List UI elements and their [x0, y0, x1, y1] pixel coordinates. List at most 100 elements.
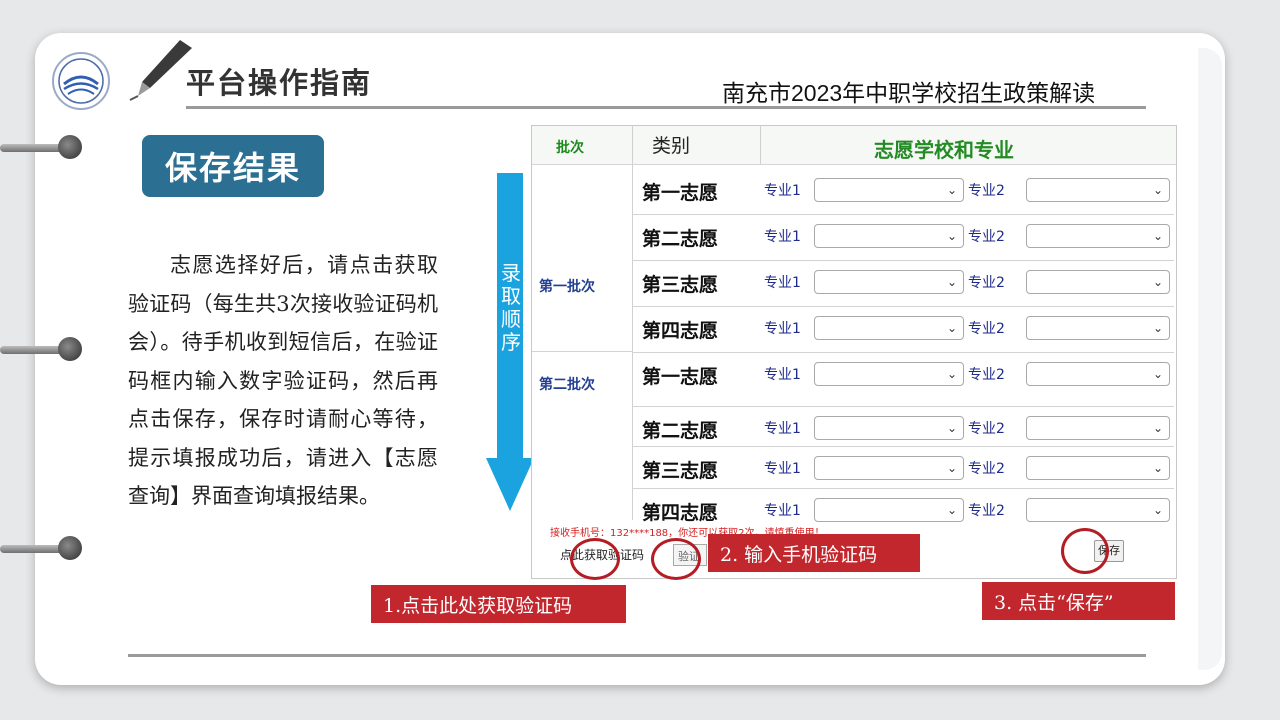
chevron-down-icon: ⌄ [946, 367, 957, 381]
highlight-circle [1061, 528, 1109, 574]
major2-select[interactable]: ⌄ [1026, 498, 1170, 522]
chevron-down-icon: ⌄ [1152, 367, 1163, 381]
wish-name: 第二志愿 [642, 420, 719, 442]
row-divider [632, 488, 1174, 489]
row-divider [632, 446, 1174, 447]
callout-step1: 1.点击此处获取验证码 [371, 585, 626, 623]
chevron-down-icon: ⌄ [1152, 229, 1163, 243]
order-arrow-label: 录取顺序 [501, 261, 521, 354]
section-badge: 保存结果 [142, 135, 324, 197]
major1-label: 专业1 [764, 461, 801, 477]
major1-label: 专业1 [764, 321, 801, 337]
wish-name: 第二志愿 [642, 228, 719, 250]
wish-name: 第三志愿 [642, 460, 719, 482]
major1-select[interactable]: ⌄ [814, 498, 964, 522]
major2-select[interactable]: ⌄ [1026, 316, 1170, 340]
major1-select[interactable]: ⌄ [814, 224, 964, 248]
school-logo [52, 52, 110, 110]
major2-label: 专业2 [968, 421, 1005, 437]
pen-icon [126, 36, 196, 102]
chevron-down-icon: ⌄ [946, 183, 957, 197]
major1-select[interactable]: ⌄ [814, 270, 964, 294]
batch-label: 第一批次 [539, 279, 595, 295]
major2-select[interactable]: ⌄ [1026, 362, 1170, 386]
column-type: 类别 [652, 135, 691, 157]
major2-label: 专业2 [968, 183, 1005, 199]
major2-label: 专业2 [968, 367, 1005, 383]
major2-select[interactable]: ⌄ [1026, 416, 1170, 440]
chevron-down-icon: ⌄ [1152, 503, 1163, 517]
major2-select[interactable]: ⌄ [1026, 270, 1170, 294]
wish-name: 第一志愿 [642, 182, 719, 204]
row-divider [632, 306, 1174, 307]
batch-label: 第二批次 [539, 377, 595, 393]
callout-step3: 3. 点击“保存” [982, 582, 1175, 620]
chevron-down-icon: ⌄ [1152, 421, 1163, 435]
wish-row: 第三志愿 专业1 ⌄ 专业2 ⌄ [632, 262, 1174, 302]
major2-label: 专业2 [968, 321, 1005, 337]
wish-row: 第一志愿 专业1 ⌄ 专业2 ⌄ [632, 170, 1174, 210]
major1-select[interactable]: ⌄ [814, 316, 964, 340]
column-divider [632, 126, 633, 520]
row-divider [632, 214, 1174, 215]
form-header: 批次 类别 志愿学校和专业 [532, 126, 1176, 165]
order-arrow [486, 173, 534, 511]
chevron-down-icon: ⌄ [946, 275, 957, 289]
chevron-down-icon: ⌄ [946, 421, 957, 435]
batch-divider [532, 351, 632, 352]
wish-row: 第二志愿 专业1 ⌄ 专业2 ⌄ [632, 408, 1174, 448]
wish-row: 第一志愿 专业1 ⌄ 专业2 ⌄ [632, 354, 1174, 394]
major1-label: 专业1 [764, 421, 801, 437]
major2-label: 专业2 [968, 275, 1005, 291]
wish-name: 第四志愿 [642, 320, 719, 342]
highlight-circle [570, 538, 620, 580]
wish-form: 批次 类别 志愿学校和专业 第一批次 第二批次 第一志愿专业1⌄专业2⌄第二志愿… [531, 125, 1177, 579]
column-batch: 批次 [556, 140, 584, 156]
chevron-down-icon: ⌄ [1152, 321, 1163, 335]
major1-select[interactable]: ⌄ [814, 416, 964, 440]
major2-select[interactable]: ⌄ [1026, 178, 1170, 202]
row-divider [632, 406, 1174, 407]
chevron-down-icon: ⌄ [946, 461, 957, 475]
wish-name: 第一志愿 [642, 366, 719, 388]
callout-step2: 2. 输入手机验证码 [708, 534, 920, 572]
card-edge [1198, 48, 1222, 670]
chevron-down-icon: ⌄ [946, 229, 957, 243]
chevron-down-icon: ⌄ [1152, 183, 1163, 197]
major2-label: 专业2 [968, 503, 1005, 519]
divider [186, 106, 1146, 109]
page-subtitle: 南充市2023年中职学校招生政策解读 [722, 80, 1096, 106]
wish-name: 第四志愿 [642, 502, 719, 524]
major1-select[interactable]: ⌄ [814, 178, 964, 202]
chevron-down-icon: ⌄ [946, 503, 957, 517]
major2-select[interactable]: ⌄ [1026, 456, 1170, 480]
column-divider [760, 126, 761, 164]
major1-select[interactable]: ⌄ [814, 456, 964, 480]
row-divider [632, 260, 1174, 261]
wish-row: 第四志愿专业1⌄专业2⌄ [632, 308, 1174, 348]
major1-label: 专业1 [764, 367, 801, 383]
wish-name: 第三志愿 [642, 274, 719, 296]
wish-row: 第二志愿 专业1 ⌄ 专业2 ⌄ [632, 216, 1174, 256]
major1-label: 专业1 [764, 275, 801, 291]
chevron-down-icon: ⌄ [1152, 275, 1163, 289]
major2-select[interactable]: ⌄ [1026, 224, 1170, 248]
binder-ring [0, 135, 82, 161]
page-title: 平台操作指南 [186, 66, 373, 100]
major2-label: 专业2 [968, 461, 1005, 477]
phone-notice: 接收手机号：132****188，你还可以获取2次，请慎重使用！ [550, 528, 825, 539]
wish-row: 第四志愿 专业1 ⌄ 专业2 ⌄ [632, 490, 1174, 530]
major1-select[interactable]: ⌄ [814, 362, 964, 386]
major2-label: 专业2 [968, 229, 1005, 245]
major1-label: 专业1 [764, 183, 801, 199]
row-divider [632, 352, 1174, 353]
binder-ring [0, 337, 82, 363]
chevron-down-icon: ⌄ [1152, 461, 1163, 475]
major1-label: 专业1 [764, 229, 801, 245]
divider [128, 654, 1146, 657]
highlight-circle [651, 538, 701, 580]
wish-row: 第三志愿 专业1 ⌄ 专业2 ⌄ [632, 448, 1174, 488]
column-school: 志愿学校和专业 [874, 138, 1014, 162]
instruction-text: 志愿选择好后，请点击获取验证码（每生共3次接收验证码机会）。待手机收到短信后，在… [128, 253, 438, 508]
major1-label: 专业1 [764, 503, 801, 519]
